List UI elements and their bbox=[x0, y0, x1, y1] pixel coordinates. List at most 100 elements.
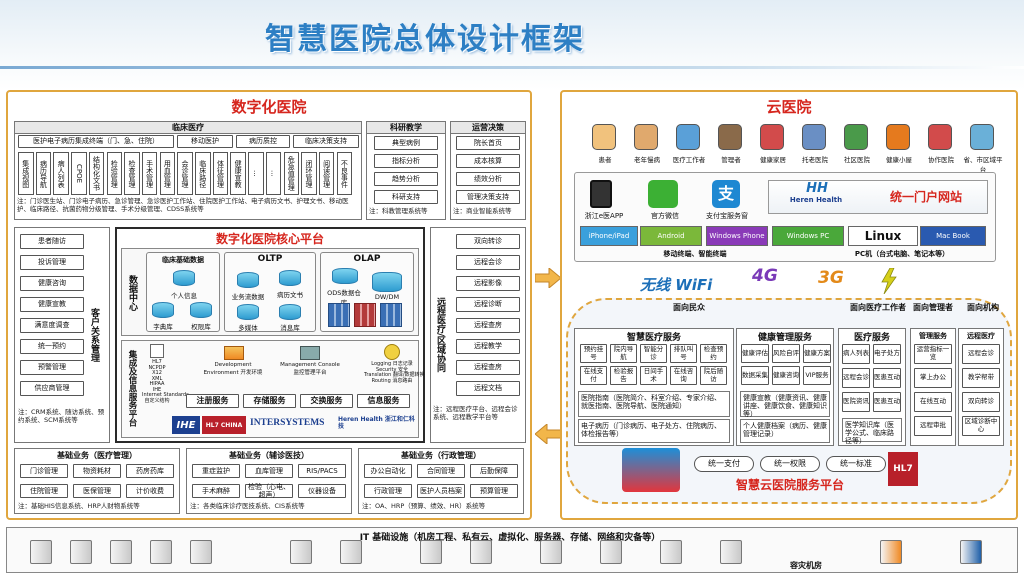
user-icon bbox=[592, 124, 616, 150]
server-icon bbox=[110, 540, 132, 564]
cloud-service-title: 智慧云医院服务平台 bbox=[735, 478, 844, 492]
user-icon bbox=[928, 124, 952, 150]
face-worker: 面向医疗工作者 bbox=[850, 303, 906, 312]
server-icon bbox=[290, 540, 312, 564]
base-item: 合同管理 bbox=[417, 464, 465, 478]
health-item: 健康评估 bbox=[741, 344, 769, 363]
medical-item: 病人列表 bbox=[842, 344, 870, 364]
user-icon bbox=[760, 124, 784, 150]
permission-label: 权限库 bbox=[191, 323, 211, 331]
lightning-icon bbox=[881, 268, 897, 294]
smart-item: 预约挂号 bbox=[580, 344, 607, 363]
base-box bbox=[186, 448, 352, 514]
3g-label: 3G bbox=[818, 268, 844, 288]
dev-env-label: Development Environment 开发环境 bbox=[203, 362, 263, 376]
clinical-note: 注：门诊医生站、门诊电子病历、急诊管理、急诊医护工作站、住院医护工作站、电子病历… bbox=[17, 197, 349, 213]
operation-note: 注：商业智能系统等 bbox=[453, 207, 512, 215]
personal-info-label: 个人信息 bbox=[171, 292, 197, 300]
medical-item: 医患互动 bbox=[873, 368, 901, 388]
remote-item: 远程影像 bbox=[456, 276, 520, 291]
dw-db-icon bbox=[372, 272, 402, 292]
payment-logos-icon bbox=[622, 448, 680, 492]
smart-item: 检验报告 bbox=[610, 366, 637, 385]
admin-item: 掌上办公 bbox=[914, 368, 952, 388]
base-note: 注：各类临床诊疗医技系统、CIS系统等 bbox=[190, 502, 305, 510]
portal-title: 统一门户网站 bbox=[889, 190, 962, 204]
heren-health-logo: Heren Health bbox=[789, 196, 843, 204]
dictionary-label: 字典库 bbox=[153, 323, 173, 331]
clinical-module: 健康宣教 bbox=[230, 152, 246, 195]
pay-item: 统一权限 bbox=[760, 456, 820, 472]
base-item: 药房药库 bbox=[126, 464, 174, 478]
clinical-title: 临床医疗 bbox=[15, 122, 361, 135]
org-item: 远程会诊 bbox=[962, 344, 1000, 364]
server-icon bbox=[600, 540, 622, 564]
basic-data-title: 临床基础数据 bbox=[162, 256, 204, 264]
heren-logo: Heren Health 浙江和仁科技 bbox=[338, 416, 415, 431]
personal-info-db-icon bbox=[173, 270, 195, 286]
data-center-title: 数据中心 bbox=[127, 275, 137, 311]
base-item: 物资耗材 bbox=[73, 464, 121, 478]
org-service-title: 远程医疗 bbox=[967, 332, 995, 340]
medical-item: 医患互动 bbox=[873, 392, 901, 412]
base-item: 门诊管理 bbox=[20, 464, 68, 478]
user-icon bbox=[844, 124, 868, 150]
logging-label: Logging 日志记录 Security 安全 Translation 翻译/… bbox=[364, 361, 425, 384]
title-underline bbox=[0, 66, 1024, 69]
remote-title: 远程医疗/区域协同 bbox=[435, 297, 445, 373]
business-db-label: 业务流数据 bbox=[231, 293, 265, 301]
server-icon bbox=[470, 540, 492, 564]
clinical-module: 危急值管理 bbox=[283, 152, 299, 195]
smart-item: 在线咨询 bbox=[670, 366, 697, 385]
org-item: 教学帮带 bbox=[962, 368, 1000, 388]
clinical-module: 会诊管理 bbox=[177, 152, 193, 195]
user-icon bbox=[802, 124, 826, 150]
digital-hospital-title: 数字化医院 bbox=[231, 98, 307, 116]
user-label: 省、市区域平台 bbox=[963, 156, 1003, 174]
user-label: 托老医院 bbox=[802, 156, 828, 164]
server-icon bbox=[150, 540, 172, 564]
clinical-module: 体征管理 bbox=[212, 152, 229, 195]
crm-item: 预警管理 bbox=[20, 360, 84, 375]
smart-medical-title: 智慧医疗服务 bbox=[626, 333, 681, 343]
business-db-icon bbox=[237, 272, 259, 288]
base-item: 医保管理 bbox=[73, 484, 121, 498]
oltp-title: OLTP bbox=[257, 254, 283, 264]
health-item: 健康咨询 bbox=[772, 366, 800, 385]
integration-box bbox=[121, 340, 419, 438]
user-label: 协作医院 bbox=[928, 156, 954, 164]
clinical-module: 阅读管理 bbox=[318, 152, 335, 195]
clinical-module: 病历导航 bbox=[35, 152, 52, 195]
crm-item: 满意度调查 bbox=[20, 318, 84, 333]
server-icon bbox=[660, 540, 682, 564]
clinical-module: CPOE bbox=[71, 152, 87, 195]
user-icon bbox=[676, 124, 700, 150]
dev-env-icon bbox=[224, 346, 244, 360]
cube-icon-3 bbox=[380, 303, 402, 327]
operation-item: 管理决策支持 bbox=[456, 190, 520, 204]
base-item: 计价收费 bbox=[126, 484, 174, 498]
user-label: 老年慢病 bbox=[634, 156, 660, 164]
base-item: 检验（心电、超声） bbox=[245, 483, 293, 499]
heren-hh-icon: HH bbox=[806, 181, 828, 196]
clinical-module: 结构化文书 bbox=[88, 152, 105, 195]
clinical-module: 检验管理 bbox=[106, 152, 122, 195]
user-icon bbox=[634, 124, 658, 150]
document-db-icon bbox=[279, 270, 301, 286]
admin-item: 在线互动 bbox=[914, 392, 952, 412]
base-item: 手术麻醉 bbox=[192, 484, 240, 498]
research-item: 科研支持 bbox=[374, 190, 438, 204]
infra-title: IT 基础设施（机房工程、私有云、虚拟化、服务器、存储、网络和灾备等） bbox=[359, 533, 661, 543]
face-org: 面向机构 bbox=[967, 303, 999, 312]
user-label: 健康家居 bbox=[760, 156, 786, 164]
user-label: 社区医院 bbox=[844, 156, 870, 164]
clinical-row1-item: 医护电子病历集成终端（门、急、住院） bbox=[18, 135, 174, 148]
health-title: 健康管理服务 bbox=[757, 333, 812, 343]
platform-bar: Mac Book bbox=[920, 226, 986, 246]
smart-item: 日间手术 bbox=[640, 366, 667, 385]
olap-title: OLAP bbox=[353, 254, 381, 264]
clinical-module: 用血管理 bbox=[159, 152, 176, 195]
pc-caption: PC机（台式电脑、笔记本等） bbox=[854, 250, 950, 258]
remote-item: 远程教学 bbox=[456, 339, 520, 354]
standards-doc-icon bbox=[150, 344, 164, 358]
